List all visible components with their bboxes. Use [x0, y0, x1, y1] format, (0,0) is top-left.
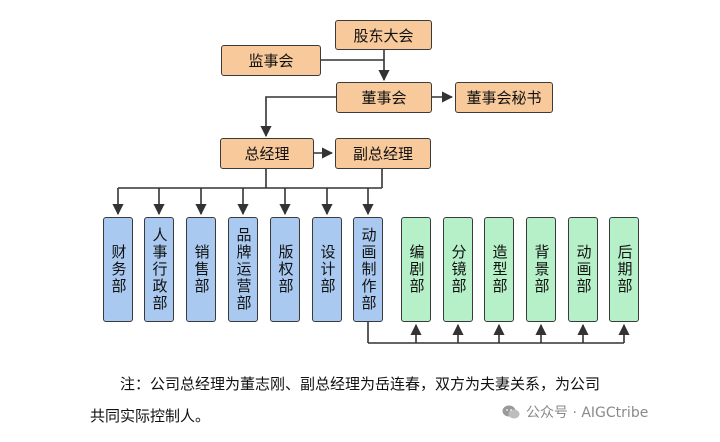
- dept-background: 背景部: [526, 217, 556, 322]
- dept-label: 后期部: [615, 244, 634, 295]
- node-board-secretary: 董事会秘书: [455, 82, 553, 113]
- dept-label: 品牌运营部: [234, 227, 253, 312]
- dept-brand-operations: 品牌运营部: [228, 217, 258, 322]
- dept-label: 动画制作部: [359, 227, 378, 312]
- node-label: 董事会: [361, 89, 407, 107]
- node-board-of-directors: 董事会: [336, 82, 432, 113]
- dept-label: 分镜部: [449, 244, 468, 295]
- note-line-2: 共同实际控制人。: [90, 407, 211, 425]
- dept-finance: 财务部: [103, 217, 133, 322]
- dept-label: 财务部: [109, 244, 128, 295]
- dept-animation-production: 动画制作部: [353, 217, 383, 322]
- node-label: 董事会秘书: [466, 89, 542, 107]
- dept-label: 背景部: [532, 244, 551, 295]
- dept-label: 人事行政部: [150, 227, 169, 312]
- watermark: 公众号 · AIGCtribe: [502, 402, 648, 422]
- node-label: 副总经理: [352, 145, 413, 163]
- dept-script: 编剧部: [401, 217, 431, 322]
- note-line-1: 注：公司总经理为董志刚、副总经理为岳连春，双方为夫妻关系，为公司: [120, 375, 601, 393]
- dept-storyboard: 分镜部: [443, 217, 473, 322]
- dept-copyright: 版权部: [270, 217, 300, 322]
- dept-design: 设计部: [312, 217, 342, 322]
- node-label: 监事会: [248, 52, 294, 70]
- dept-label: 动画部: [574, 244, 593, 295]
- wechat-icon: [502, 405, 520, 419]
- dept-label: 销售部: [192, 244, 211, 295]
- dept-hr-admin: 人事行政部: [144, 217, 174, 322]
- node-deputy-general-manager: 副总经理: [335, 138, 431, 169]
- edge-board-gm: [260, 96, 336, 138]
- dept-label: 设计部: [318, 244, 337, 295]
- dept-modeling: 造型部: [484, 217, 514, 322]
- node-label: 总经理: [244, 145, 290, 163]
- dept-label: 编剧部: [407, 244, 426, 295]
- node-shareholders-meeting: 股东大会: [335, 20, 432, 50]
- dept-sales: 销售部: [186, 217, 216, 322]
- dept-label: 造型部: [490, 244, 509, 295]
- node-general-manager: 总经理: [220, 138, 314, 169]
- watermark-text: 公众号 · AIGCtribe: [526, 405, 649, 421]
- node-supervisory-board: 监事会: [221, 45, 321, 76]
- node-label: 股东大会: [353, 26, 414, 45]
- dept-animation: 动画部: [568, 217, 598, 322]
- dept-post-production: 后期部: [609, 217, 639, 322]
- dept-label: 版权部: [276, 244, 295, 295]
